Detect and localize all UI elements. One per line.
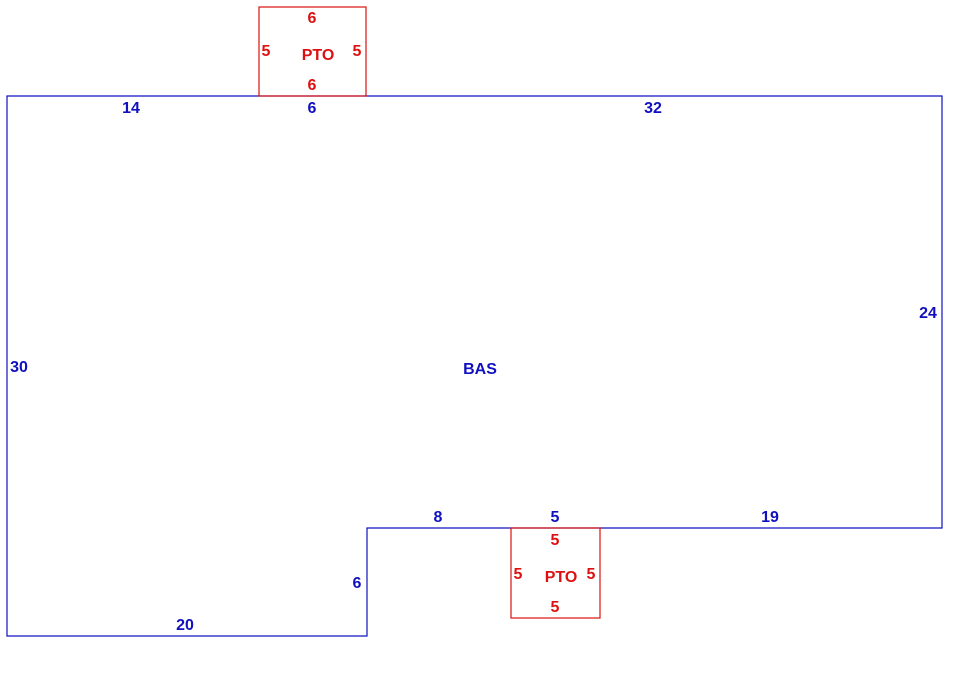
pto-bottom-dim-left: 5: [514, 566, 523, 583]
base-area-label: BAS: [463, 361, 497, 378]
pto-top-dim-bottom: 6: [308, 77, 317, 94]
dim-top-right: 32: [644, 100, 662, 117]
pto-bottom-dim-right: 5: [587, 566, 596, 583]
dim-step-vertical: 6: [353, 575, 362, 592]
pto-top-outline: [258, 6, 367, 97]
pto-top-dim-right: 5: [353, 43, 362, 60]
pto-bottom-outline: [510, 527, 601, 619]
pto-top-dim-left: 5: [262, 43, 271, 60]
base-outline: [6, 95, 943, 637]
dim-step-top: 8: [434, 509, 443, 526]
pto-bottom-dim-bottom: 5: [551, 599, 560, 616]
dim-top-left: 14: [122, 100, 140, 117]
pto-top-dim-top: 6: [308, 10, 317, 27]
dim-step-mid: 5: [551, 509, 560, 526]
pto-bottom-dim-top: 5: [551, 532, 560, 549]
pto-top-label: PTO: [302, 47, 335, 64]
dim-top-mid: 6: [308, 100, 317, 117]
pto-bottom-label: PTO: [545, 569, 578, 586]
dim-step-right: 19: [761, 509, 779, 526]
dim-bottom-left: 20: [176, 617, 194, 634]
dim-left: 30: [10, 359, 28, 376]
dim-right: 24: [919, 305, 937, 322]
